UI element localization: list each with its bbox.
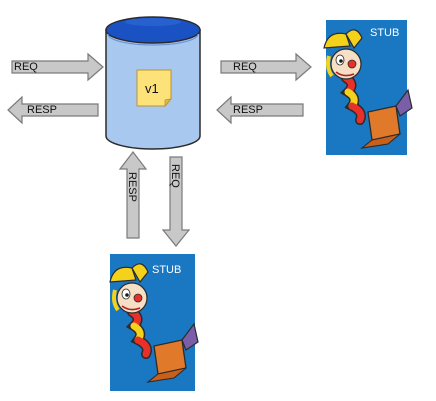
right-request-label: REQ	[233, 61, 257, 73]
bottom-response-arrow: RESP	[118, 151, 148, 239]
jack-in-the-box-icon	[109, 263, 199, 383]
right-response-label: RESP	[233, 104, 263, 116]
left-response-arrow: RESP	[7, 95, 99, 125]
right-request-arrow: REQ	[220, 52, 312, 82]
left-response-label: RESP	[27, 104, 57, 116]
bottom-response-label: RESP	[126, 172, 138, 202]
version-label: v1	[145, 81, 159, 96]
right-response-arrow: RESP	[216, 95, 304, 125]
left-request-label: REQ	[14, 61, 38, 73]
stub-right: STUB	[323, 20, 413, 155]
jack-in-the-box-icon	[323, 29, 413, 149]
left-request-arrow: REQ	[11, 52, 104, 82]
stub-bottom: STUB	[109, 254, 199, 391]
stub-right-label: STUB	[370, 27, 399, 39]
bottom-request-label: REQ	[169, 164, 181, 188]
stub-bottom-label: STUB	[152, 264, 181, 276]
version-note: v1	[136, 69, 173, 108]
bottom-request-arrow: REQ	[161, 156, 191, 247]
